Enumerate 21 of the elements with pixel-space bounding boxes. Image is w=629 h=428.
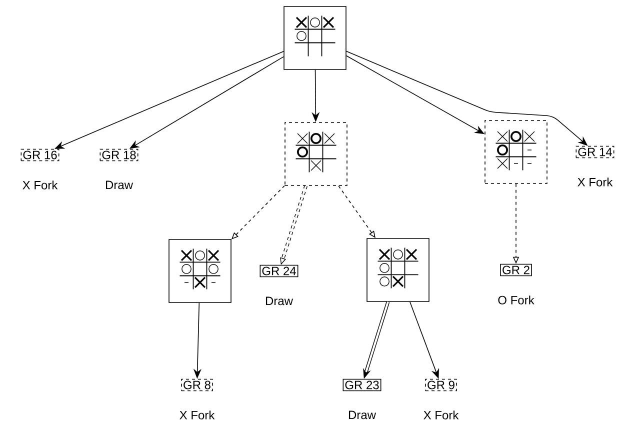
result-box: GR 14 [576, 146, 614, 158]
outcome-label: Draw [266, 296, 294, 306]
outcome-label: Draw [106, 180, 134, 190]
result-box: GR 24 [260, 264, 298, 278]
tic-tac-toe-board-drawing [284, 6, 346, 70]
result-box: GR 18 [100, 148, 138, 162]
tic-tac-toe-board-drawing [284, 122, 348, 186]
outcome-label: X Fork [578, 178, 613, 186]
outcome-label: X Fork [180, 410, 215, 420]
result-box: GR 9 [425, 378, 457, 392]
tic-tac-toe-board-drawing [168, 239, 232, 303]
outcome-label: O Fork [498, 296, 534, 304]
result-box: GR 23 [342, 378, 382, 392]
result-box: GR 16 [20, 148, 60, 162]
outcome-label: Draw [349, 410, 376, 420]
outcome-label: X Fork [424, 410, 459, 420]
outcome-label: X Fork [22, 180, 58, 190]
tic-tac-toe-board-drawing [484, 120, 548, 184]
result-box: GR 8 [181, 378, 213, 392]
result-box: GR 2 [500, 264, 532, 276]
tic-tac-toe-board-drawing [366, 238, 430, 302]
